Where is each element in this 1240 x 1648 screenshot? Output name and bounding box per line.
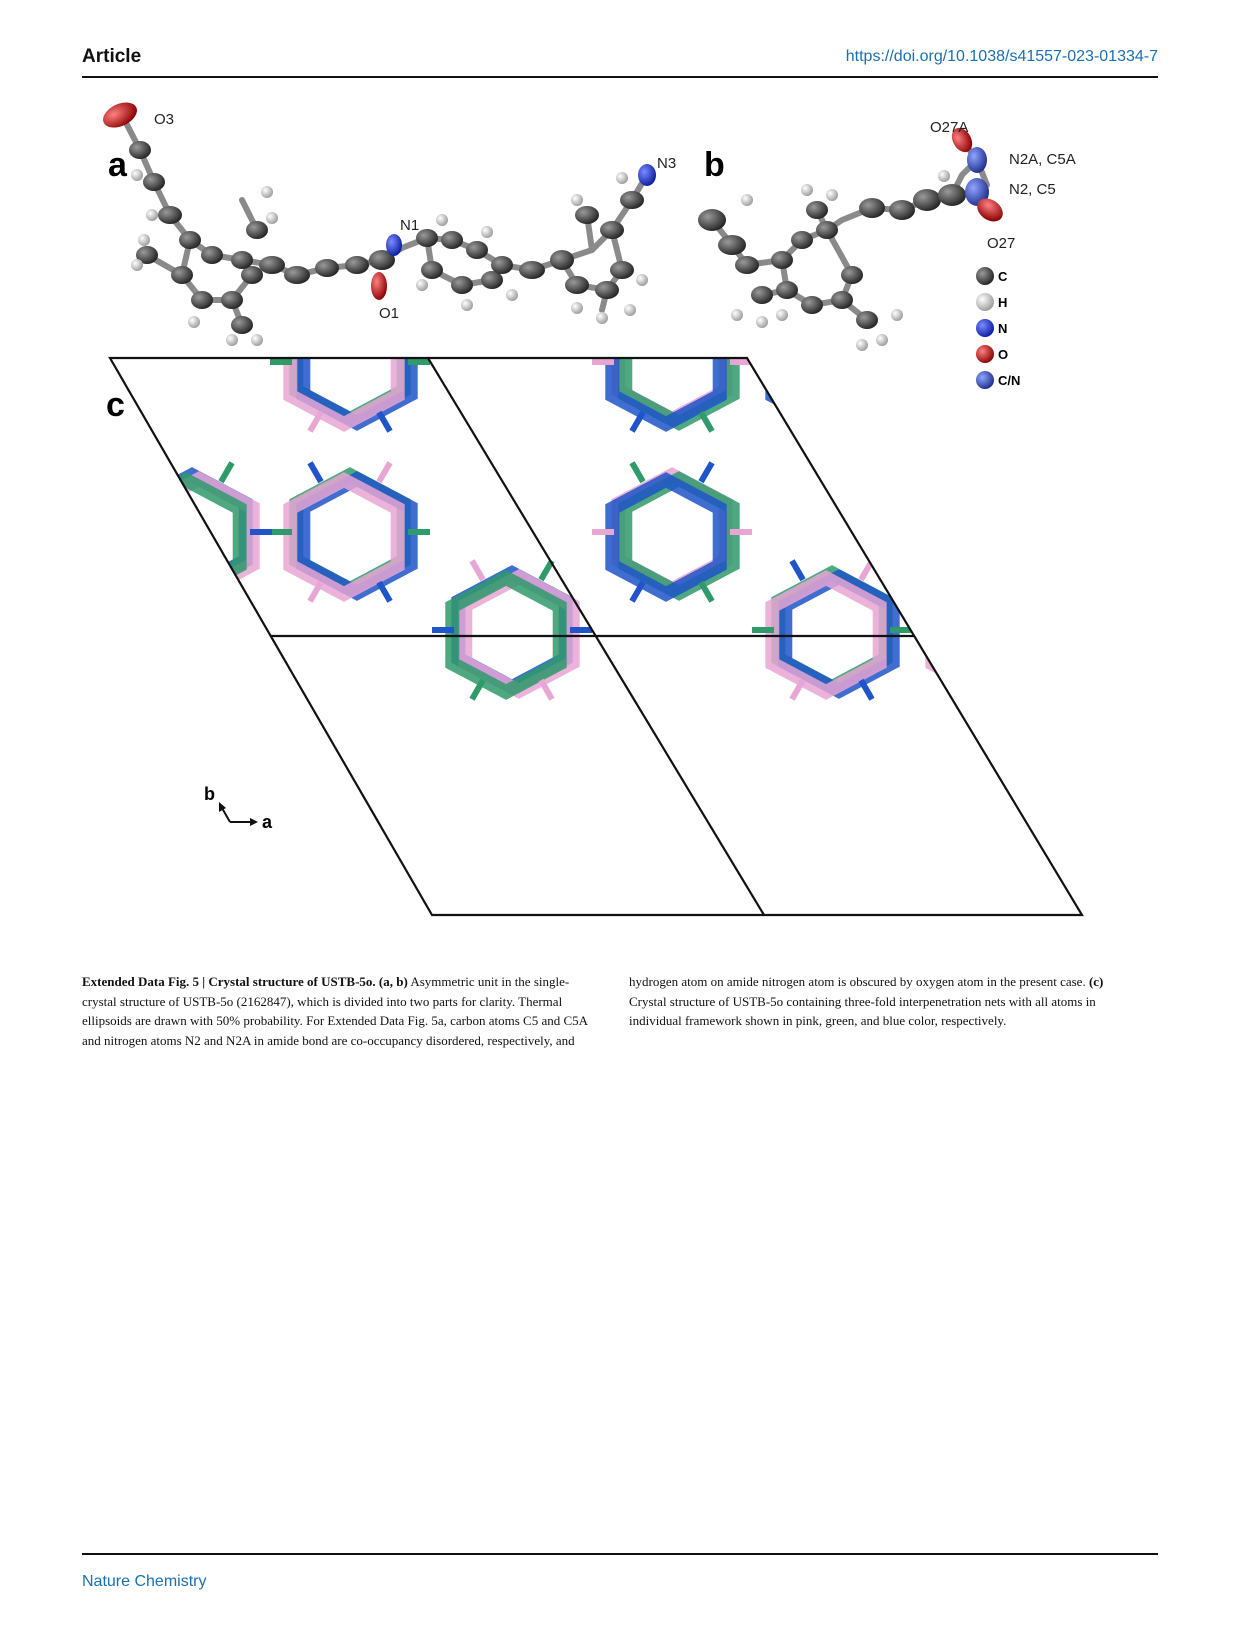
net-pore-ring bbox=[765, 570, 887, 700]
net-pore-ring bbox=[931, 565, 1053, 695]
net-linker-bond bbox=[789, 559, 806, 582]
atom-label-o27: O27 bbox=[987, 235, 1015, 252]
net-linker-bond bbox=[472, 199, 483, 218]
net-linker-bond bbox=[698, 461, 715, 484]
net-pore-ring bbox=[605, 472, 727, 602]
atom-label-o1: O1 bbox=[379, 305, 399, 322]
net-linker-bond bbox=[149, 580, 166, 603]
net-linker-bond bbox=[307, 410, 324, 433]
panel-label-b: b bbox=[704, 146, 725, 184]
panel-label-c: c bbox=[106, 386, 125, 424]
net-pore-ring bbox=[925, 570, 1047, 700]
net-pore-ring bbox=[125, 472, 247, 602]
legend-swatch bbox=[976, 293, 994, 311]
panel-b-molecule bbox=[698, 127, 1003, 351]
net-linker-bond bbox=[218, 580, 235, 603]
crystal-structure-figure: a b c bbox=[103, 102, 1084, 917]
figure-caption: Extended Data Fig. 5 | Crystal structure… bbox=[82, 972, 1142, 1050]
net-linker-bond bbox=[949, 559, 966, 582]
legend-label: C/N bbox=[998, 373, 1020, 388]
caption-text-ab: Asymmetric unit in the single-crystal st… bbox=[82, 974, 1086, 1048]
page-footer: Nature Chemistry bbox=[82, 1553, 1158, 1590]
net-pore-ring bbox=[938, 569, 1060, 699]
legend-label: O bbox=[998, 347, 1008, 362]
net-linker-bond bbox=[629, 580, 646, 603]
axis-label-b: b bbox=[204, 784, 215, 804]
net-pore-ring bbox=[605, 358, 727, 432]
atom-label-n3: N3 bbox=[657, 155, 676, 172]
net-linker-bond bbox=[858, 410, 875, 433]
caption-text-c: Crystal structure of USTB-5o containing … bbox=[629, 993, 1096, 1029]
legend-swatch bbox=[976, 371, 994, 389]
net-linker-bond bbox=[538, 678, 555, 701]
caption-ref-c: (c) bbox=[1088, 974, 1104, 989]
net-linker-bond bbox=[469, 678, 486, 701]
net-linker-bond bbox=[307, 461, 324, 484]
net-pore-ring bbox=[283, 472, 405, 602]
net-pore-ring bbox=[283, 358, 405, 432]
net-linker-bond bbox=[1018, 678, 1035, 701]
page-header: Article https://doi.org/10.1038/s41557-0… bbox=[82, 44, 1158, 78]
atom-label-n1: N1 bbox=[400, 217, 419, 234]
legend-item-o: O bbox=[976, 345, 1008, 363]
net-linker-bond bbox=[469, 559, 486, 582]
legend-swatch bbox=[976, 319, 994, 337]
net-linker-bond bbox=[376, 410, 393, 433]
net-linker-bond bbox=[307, 580, 324, 603]
legend-item-cn: C/N bbox=[976, 371, 1020, 389]
net-linker-bond bbox=[698, 410, 715, 433]
net-linker-bond bbox=[376, 461, 393, 484]
net-linker-bond bbox=[949, 678, 966, 701]
atom-label-o27a: O27A bbox=[930, 119, 968, 136]
legend-item-n: N bbox=[976, 319, 1007, 337]
atom-label-n2-c5: N2, C5 bbox=[1009, 181, 1056, 198]
net-linker-bond bbox=[861, 293, 872, 312]
panel-label-a: a bbox=[108, 146, 128, 184]
net-linker-bond bbox=[789, 678, 806, 701]
net-linker-bond bbox=[152, 318, 163, 337]
figure: a b c bbox=[82, 100, 1158, 960]
caption-lead: Extended Data Fig. 5 | Crystal structure… bbox=[82, 974, 376, 989]
legend-item-c: C bbox=[976, 267, 1008, 285]
net-linker-bond bbox=[472, 318, 483, 337]
journal-name: Nature Chemistry bbox=[82, 1573, 207, 1590]
atom-legend: C H N O C/N bbox=[976, 267, 1020, 389]
net-linker-bond bbox=[789, 410, 806, 433]
net-linker-bond bbox=[629, 461, 646, 484]
article-label: Article bbox=[82, 46, 142, 67]
legend-swatch bbox=[976, 267, 994, 285]
net-linker-bond bbox=[218, 461, 235, 484]
net-linker-bond bbox=[149, 461, 166, 484]
unit-cell-grid bbox=[108, 356, 1084, 917]
net-linker-bond bbox=[1018, 559, 1035, 582]
net-linker-bond bbox=[629, 410, 646, 433]
net-linker-bond bbox=[376, 580, 393, 603]
legend-item-h: H bbox=[976, 293, 1007, 311]
atom-label-n2a-c5a: N2A, C5A bbox=[1009, 151, 1076, 168]
panel-a-molecule bbox=[103, 102, 656, 346]
legend-label: N bbox=[998, 321, 1007, 336]
net-linker-bond bbox=[541, 318, 552, 337]
net-linker-bond bbox=[310, 293, 321, 312]
doi-link[interactable]: https://doi.org/10.1038/s41557-023-01334… bbox=[845, 48, 1158, 65]
net-linker-bond bbox=[701, 293, 712, 312]
net-linker-bond bbox=[541, 199, 552, 218]
net-pore-ring bbox=[778, 358, 900, 431]
axis-indicator: b a bbox=[204, 784, 273, 832]
legend-swatch bbox=[976, 345, 994, 363]
net-linker-bond bbox=[698, 580, 715, 603]
legend-label: H bbox=[998, 295, 1007, 310]
net-linker-bond bbox=[538, 559, 555, 582]
axis-label-a: a bbox=[262, 812, 273, 832]
net-linker-bond bbox=[858, 678, 875, 701]
net-linker-bond bbox=[221, 199, 232, 218]
caption-ref-ab: (a, b) bbox=[378, 974, 408, 989]
net-pore-ring bbox=[445, 570, 567, 700]
atom-label-o3: O3 bbox=[154, 111, 174, 128]
legend-label: C bbox=[998, 269, 1008, 284]
